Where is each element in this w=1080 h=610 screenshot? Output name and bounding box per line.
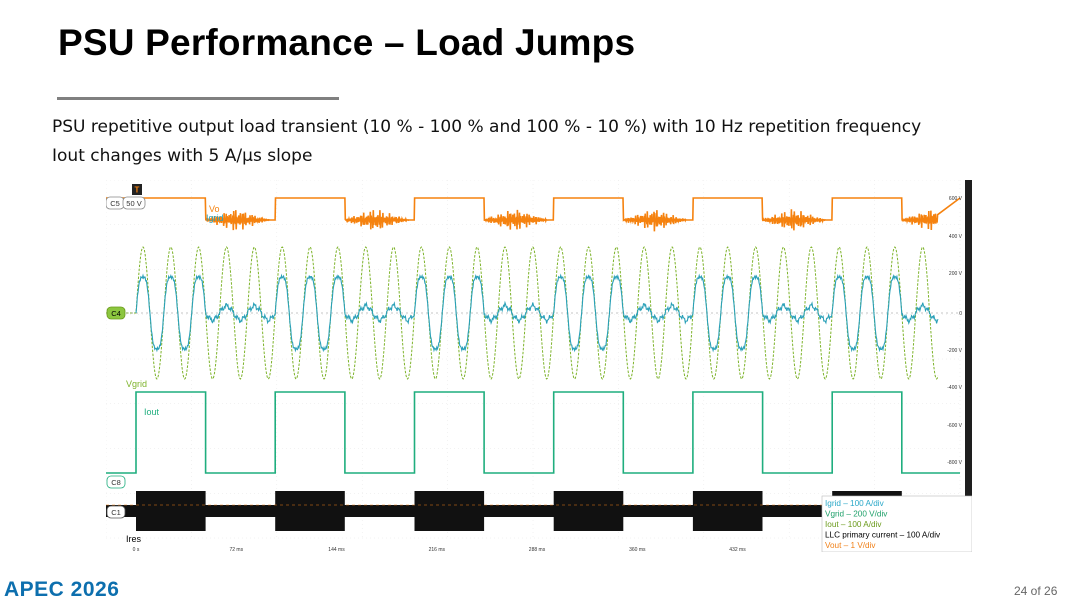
legend-entry: Igrid – 100 A/div — [825, 499, 885, 508]
slide-title: PSU Performance – Load Jumps — [58, 22, 636, 63]
c1-tag-box — [106, 505, 126, 519]
x-axis-tick-label: 360 ms — [629, 547, 646, 552]
c8-tag-box — [106, 475, 126, 489]
legend-entry: Iout – 100 A/div — [825, 520, 882, 529]
legend-entry: Vgrid – 200 V/div — [825, 510, 888, 519]
c5-scale-tag-box — [122, 196, 146, 210]
x-axis-tick-label: 432 ms — [729, 547, 746, 552]
c4-tag-box — [106, 306, 126, 320]
ires-label: Ires — [126, 534, 142, 544]
plot-background — [106, 180, 972, 552]
apec-logo: APEC 2026 — [4, 578, 120, 601]
c5-scale-tag: 50 V — [126, 199, 141, 208]
igrid-label: Igrid — [206, 213, 224, 223]
c1-tag: C1 — [111, 508, 121, 517]
right-scale-bar — [965, 180, 972, 538]
right-axis-tick-label: 0 — [959, 311, 962, 317]
igrid-trace — [135, 273, 939, 353]
legend-entry: LLC primary current – 100 A/div — [825, 531, 941, 540]
c4-tag: C4 — [111, 309, 121, 318]
right-axis-tick-label: -400 V — [947, 385, 962, 391]
right-axis-tick-label: 400 V — [949, 234, 963, 240]
right-axis-tick-label: -800 V — [947, 460, 962, 466]
right-axis-tick-label: -200 V — [947, 348, 962, 354]
x-axis-tick-label: 144 ms — [328, 547, 345, 552]
x-axis-tick-label: 216 ms — [429, 547, 446, 552]
x-axis-tick-label: 288 ms — [529, 547, 546, 552]
vo-trace — [106, 197, 961, 232]
right-axis-tick-label: 600 V — [949, 196, 963, 202]
iout-trace — [106, 391, 960, 474]
ires-baseline — [106, 505, 960, 517]
grid — [106, 180, 972, 539]
description-line-2: Iout changes with 5 A/µs slope — [52, 146, 313, 166]
c5-tag: C5 — [110, 199, 120, 208]
trigger-marker — [132, 184, 142, 195]
trigger-label: T — [135, 186, 140, 195]
vgrid-label: Vgrid — [126, 379, 147, 389]
right-axis-tick-label: 200 V — [949, 271, 963, 277]
title-underline — [57, 97, 339, 100]
description-line-1: PSU repetitive output load transient (10… — [52, 117, 922, 137]
x-axis-tick-label: 0 s — [133, 547, 140, 552]
vo-label: Vo — [209, 204, 220, 214]
iout-label: Iout — [144, 407, 160, 417]
legend-box — [821, 495, 972, 552]
page-number: 24 of 26 — [1014, 584, 1058, 598]
c8-tag: C8 — [111, 478, 121, 487]
x-axis-tick-label: 72 ms — [229, 547, 243, 552]
labels: 600 V 400 V 200 V 0 -200 V -400 V -600 V -800 V… — [106, 184, 963, 552]
legend-entry: Vout – 1 V/div — [825, 541, 876, 550]
right-axis-tick-label: -600 V — [947, 423, 962, 429]
oscilloscope-capture: 600 V 400 V 200 V 0 -200 V -400 V -600 V -800 V… — [106, 180, 972, 552]
